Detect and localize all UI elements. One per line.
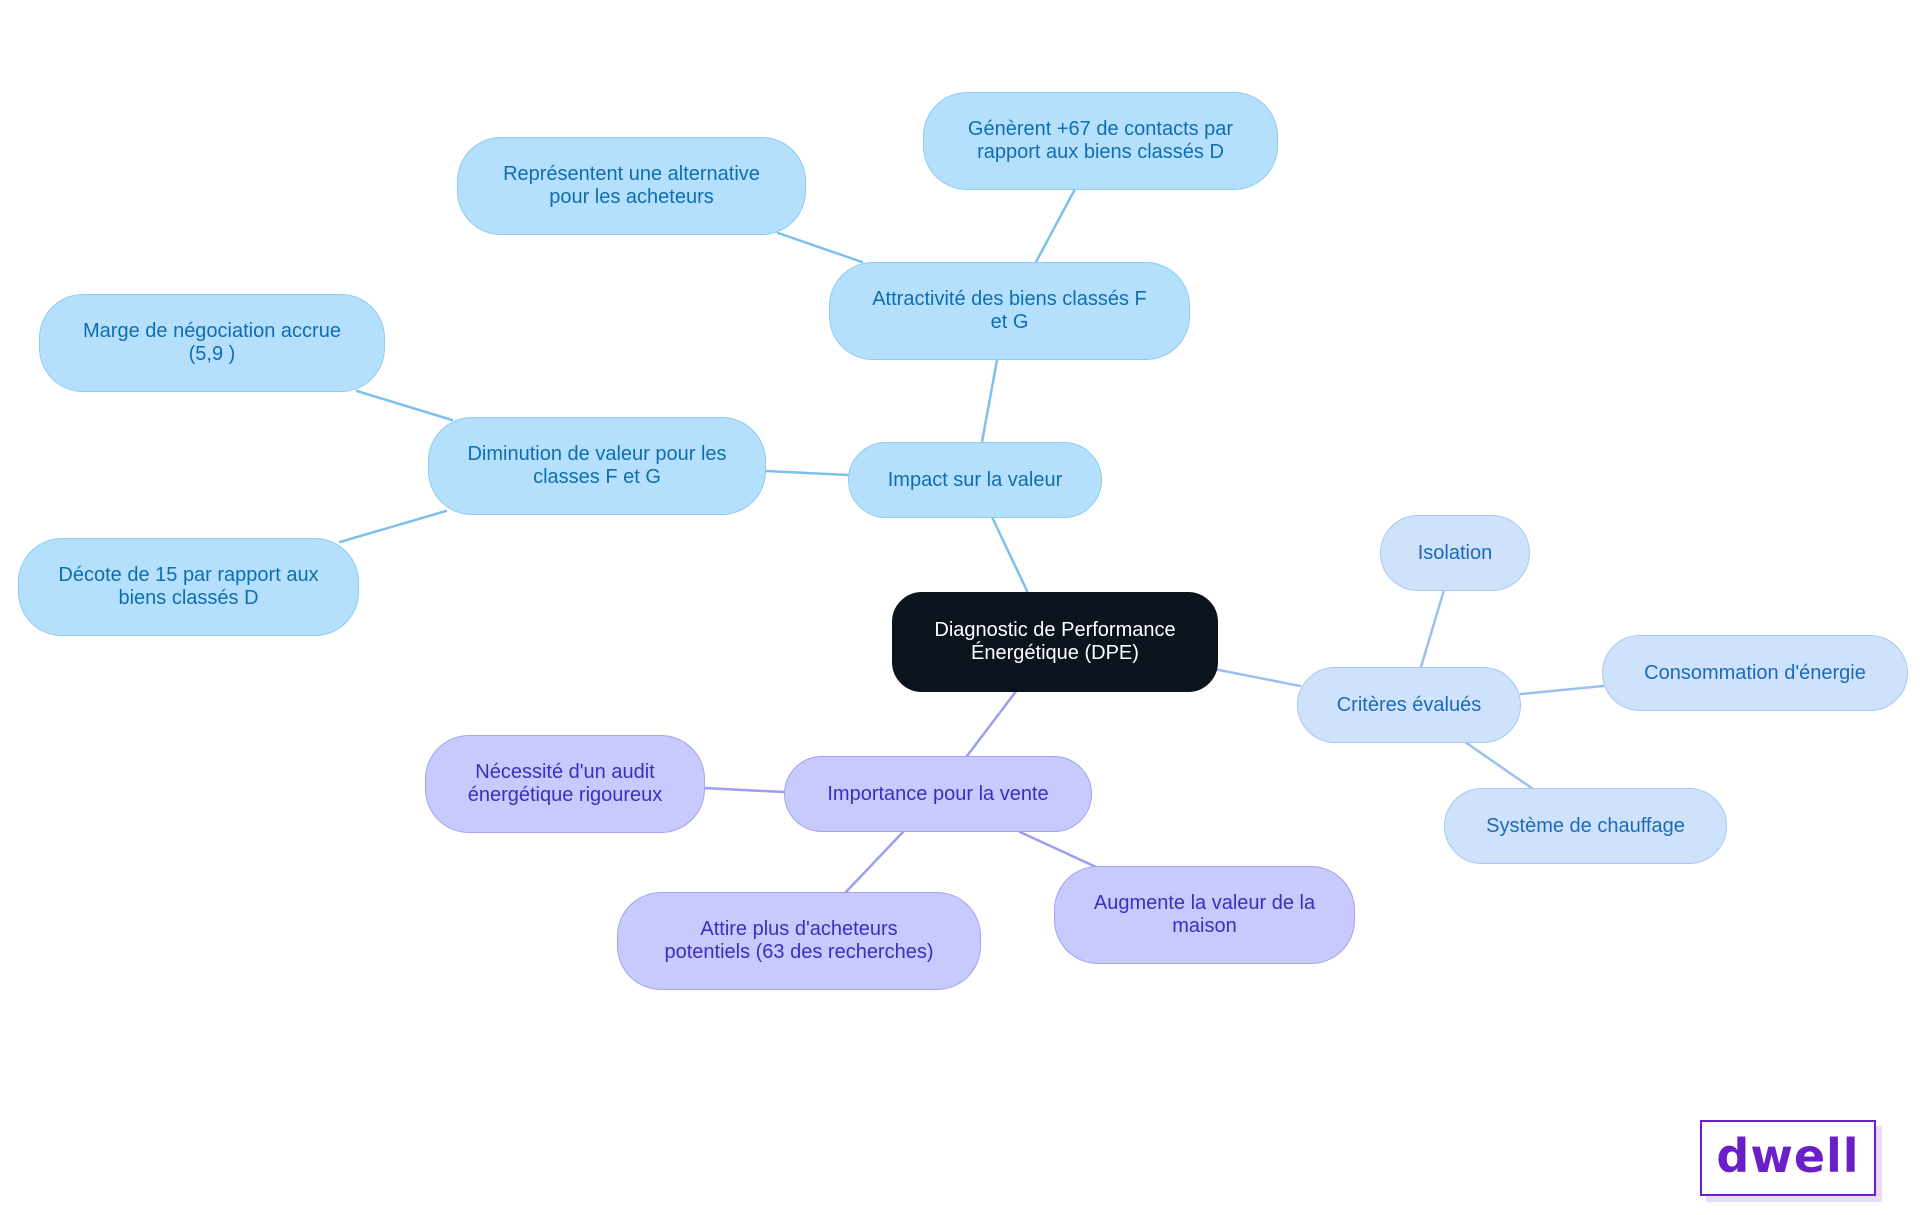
- node-importance: Importance pour la vente: [784, 756, 1092, 832]
- node-consommation: Consommation d'énergie: [1602, 635, 1908, 711]
- node-impact: Impact sur la valeur: [848, 442, 1102, 518]
- dwell-logo: dwell: [1700, 1120, 1876, 1196]
- node-label-line: Critères évalués: [1336, 693, 1482, 716]
- node-label-line: Décote de 15 par rapport aux: [58, 564, 319, 586]
- node-label-line: pour les acheteurs: [549, 186, 714, 208]
- edge-impact-to-attract: [980, 358, 999, 444]
- edge-root-to-importance: [965, 688, 1019, 758]
- node-label-line: Impact sur la valeur: [887, 468, 1063, 491]
- node-label-line: maison: [1172, 915, 1237, 937]
- node-chauffage: Système de chauffage: [1444, 788, 1727, 864]
- node-chauffage-label: Système de chauffage: [1486, 815, 1685, 838]
- edge-importance-to-audit: [702, 786, 786, 794]
- node-label-line: Représentent une alternative: [503, 163, 760, 185]
- node-criteres: Critères évalués: [1297, 667, 1521, 743]
- edge-importance-to-augmente: [1018, 830, 1098, 869]
- edge-attract-to-represent: [776, 231, 864, 264]
- node-label-line: Génèrent +67 de contacts par: [967, 118, 1234, 140]
- edge-impact-to-diminution: [764, 469, 850, 477]
- node-label-line: énergétique rigoureux: [467, 784, 663, 806]
- node-label-line: Consommation d'énergie: [1644, 661, 1866, 684]
- node-isolation-label: Isolation: [1418, 542, 1493, 565]
- node-label-line: Diminution de valeur pour les: [467, 443, 727, 465]
- edge-diminution-to-marge: [355, 389, 454, 422]
- node-marge: Marge de négociation accrue(5,9 ): [39, 294, 385, 392]
- edge-root-to-criteres: [1212, 667, 1302, 688]
- node-label-line: Augmente la valeur de la: [1093, 892, 1316, 914]
- node-label-line: Attractivité des biens classés F: [872, 288, 1147, 310]
- node-label-line: classes F et G: [533, 466, 661, 488]
- node-label-line: (5,9 ): [188, 343, 236, 365]
- edge-criteres-to-isolation: [1419, 588, 1446, 669]
- node-label-line: Énergétique (DPE): [971, 642, 1139, 664]
- edge-root-to-impact: [990, 515, 1030, 595]
- edge-diminution-to-decote: [338, 509, 448, 544]
- node-label-line: potentiels (63 des recherches): [664, 941, 934, 963]
- node-isolation: Isolation: [1380, 515, 1530, 591]
- node-consommation-label: Consommation d'énergie: [1644, 662, 1866, 685]
- node-label-line: rapport aux biens classés D: [977, 141, 1224, 163]
- node-label-line: et G: [990, 311, 1029, 333]
- node-label-line: Diagnostic de Performance: [934, 619, 1176, 641]
- mindmap-edges: [338, 187, 1605, 895]
- node-importance-label: Importance pour la vente: [827, 783, 1048, 806]
- node-label-line: Nécessité d'un audit: [475, 761, 655, 783]
- node-label-line: biens classés D: [118, 587, 259, 609]
- logo-text: dwell: [1716, 1129, 1860, 1183]
- edge-importance-to-attire: [843, 830, 905, 895]
- node-label-line: Marge de négociation accrue: [83, 320, 341, 342]
- edge-attract-to-generent: [1034, 187, 1077, 264]
- node-label-line: Importance pour la vente: [827, 782, 1049, 805]
- node-label-line: Attire plus d'acheteurs: [700, 918, 898, 940]
- edge-criteres-to-consommation: [1519, 684, 1605, 696]
- node-label-line: Isolation: [1417, 541, 1493, 564]
- node-marge-label: Marge de négociation accrue(5,9 ): [83, 320, 341, 366]
- node-impact-label: Impact sur la valeur: [888, 469, 1063, 492]
- edge-criteres-to-chauffage: [1463, 740, 1535, 791]
- node-label-line: Système de chauffage: [1486, 814, 1685, 837]
- node-criteres-label: Critères évalués: [1337, 694, 1482, 717]
